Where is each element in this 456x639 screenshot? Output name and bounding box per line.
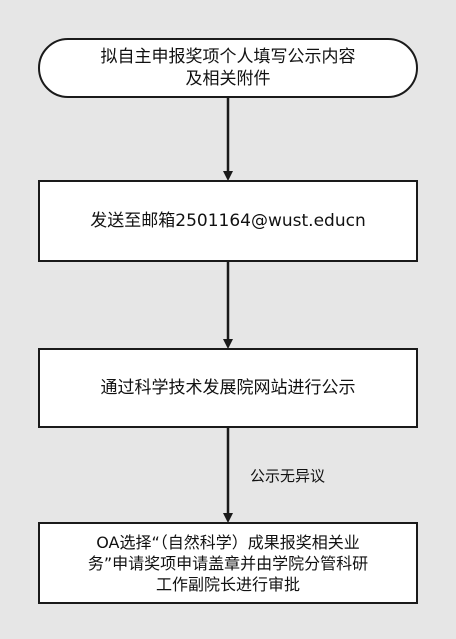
website-publicity-text: 通过科学技术发展院网站进行公示: [100, 378, 356, 398]
email-step-node: 发送至邮箱2501164@wust.educn: [38, 180, 418, 262]
edge-label-no-objection: 公示无异议: [250, 467, 326, 485]
oa-approval-line-1: OA选择“（自然科学）成果报奖相关业: [96, 532, 360, 552]
email-step-text: 发送至邮箱2501164@wust.educn: [90, 211, 366, 231]
oa-approval-line-2: 务”申请奖项申请盖章并由学院分管科研: [87, 553, 369, 573]
oa-approval-line-3: 工作副院长进行审批: [155, 574, 300, 594]
start-node-line-2: 及相关附件: [185, 69, 271, 89]
oa-approval-node: OA选择“（自然科学）成果报奖相关业 务”申请奖项申请盖章并由学院分管科研 工作…: [38, 522, 418, 604]
website-publicity-node: 通过科学技术发展院网站进行公示: [38, 348, 418, 428]
start-node-line-1: 拟自主申报奖项个人填写公示内容: [100, 47, 356, 67]
start-node: 拟自主申报奖项个人填写公示内容 及相关附件: [38, 38, 418, 98]
